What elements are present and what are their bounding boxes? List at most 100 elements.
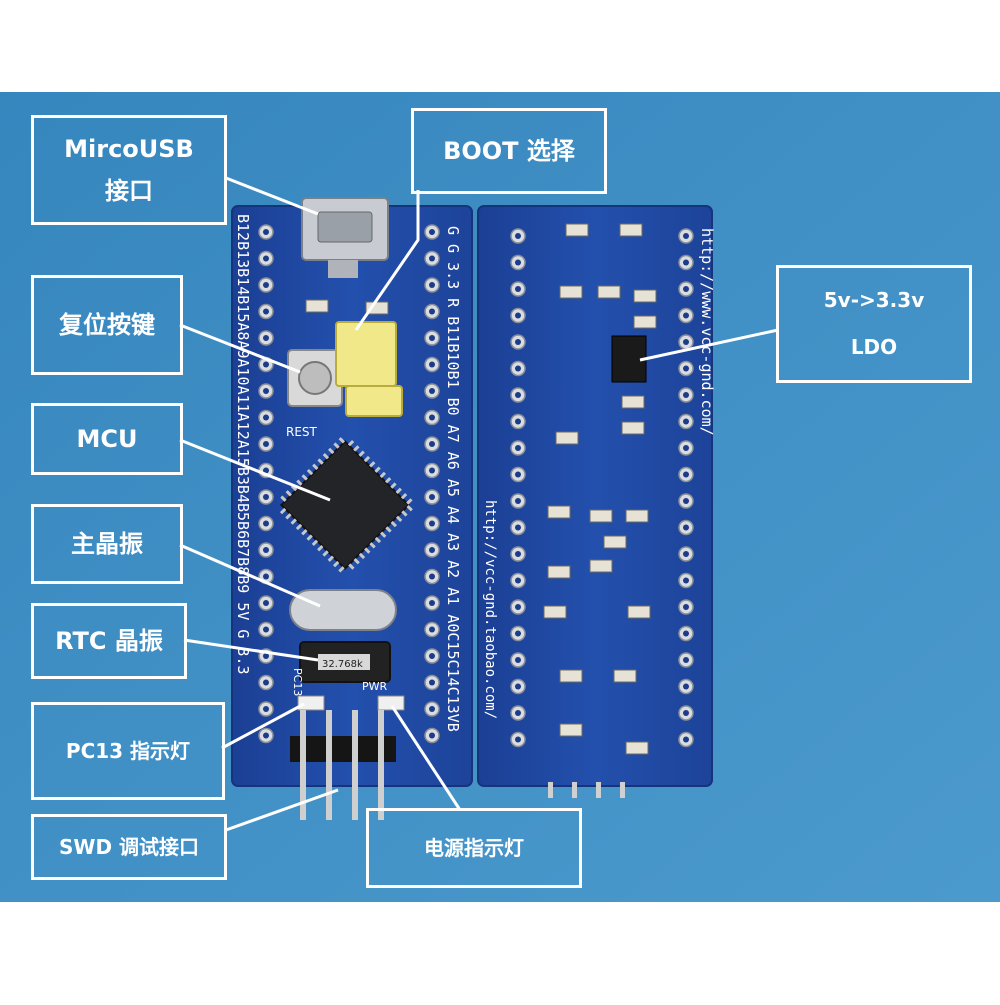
mcu-pin	[358, 552, 366, 560]
mcu-pin	[279, 507, 287, 515]
mcu-pin	[380, 531, 387, 538]
mcu-pin	[379, 471, 387, 479]
leader-main-crystal	[179, 543, 321, 608]
mcu-pin	[385, 526, 392, 533]
pin-hole-center	[263, 706, 269, 712]
mcu-pin	[401, 510, 408, 517]
pin-hole-center	[429, 653, 435, 659]
pin-hole-center	[429, 626, 435, 633]
pin-hole-center	[263, 361, 269, 368]
mcu-pin	[369, 461, 376, 468]
pin-hole-center	[263, 547, 269, 553]
pin-hole-center	[683, 339, 689, 345]
boot-jumper	[335, 321, 397, 387]
mcu-chip	[279, 437, 413, 573]
back-right-pins	[678, 228, 694, 748]
pin-hole-center	[263, 520, 269, 527]
smd-part	[621, 395, 645, 409]
pc13-led-component	[297, 695, 325, 711]
label-ldo: 5v->3.3v LDO	[776, 265, 972, 383]
pin-hole-center	[429, 335, 435, 341]
leader-rtc-crystal	[183, 638, 319, 662]
pin-hole-center	[263, 388, 269, 394]
smd-part	[627, 605, 651, 619]
main-crystal	[289, 589, 397, 631]
pin-hole-center	[263, 494, 269, 500]
pin-hole-center	[429, 361, 435, 368]
smd-part	[305, 299, 329, 313]
pin-hole-center	[683, 683, 689, 690]
left-pin-header	[258, 224, 274, 744]
mcu-pin	[353, 445, 360, 452]
pin-hole-center	[429, 255, 435, 262]
mcu-pin	[285, 513, 292, 520]
pin-hole-center	[429, 441, 435, 447]
label-ldo-line2: LDO	[850, 335, 898, 359]
mcu-pin	[384, 477, 392, 484]
mcu-pin	[311, 539, 319, 547]
smd-part	[633, 289, 657, 303]
mcu-pin	[296, 479, 303, 486]
pin-hole-center	[683, 312, 689, 319]
smd-part	[625, 509, 649, 523]
pin-hole-center	[515, 445, 521, 451]
smd-part	[543, 605, 567, 619]
mcu-pin	[328, 447, 335, 455]
smd-part	[597, 285, 621, 299]
pin-hole-center	[263, 229, 269, 235]
pin-hole-center	[683, 577, 689, 584]
pin-hole-center	[263, 732, 269, 739]
mcu-pin	[322, 453, 330, 460]
swd-header	[290, 710, 396, 820]
pin-hole-center	[263, 653, 269, 659]
leader-microusb	[225, 176, 319, 216]
label-swd: SWD 调试接口	[31, 814, 227, 880]
mcu-pin	[322, 550, 329, 557]
pin-hole-center	[515, 551, 521, 557]
pin-hole-center	[263, 335, 269, 341]
smd-part	[633, 315, 657, 329]
label-swd-text: SWD 调试接口	[58, 834, 200, 859]
leader-lines	[179, 176, 779, 832]
mcu-pin	[390, 520, 397, 528]
mcu-pin	[338, 566, 345, 573]
pin-hole-center	[683, 657, 689, 663]
reset-silkscreen: REST	[286, 425, 318, 439]
pin-hole-center	[263, 441, 269, 447]
smd-part	[555, 431, 579, 445]
mcu-pin	[400, 492, 408, 500]
label-ldo-line1: 5v->3.3v	[823, 288, 925, 312]
rtc-silkscreen: 32.768k	[322, 659, 363, 670]
mcu-pin	[395, 487, 402, 495]
pin-hole-center	[429, 732, 435, 739]
back-board-bottom-pins	[548, 782, 625, 798]
label-reset-text: 复位按键	[59, 311, 155, 339]
smd-part	[559, 723, 583, 737]
pwr-silkscreen: PWR	[362, 680, 388, 693]
pin-hole-center	[263, 308, 269, 315]
pin-hole-center	[429, 414, 435, 421]
leader-mcu	[179, 438, 331, 502]
mcu-pin	[333, 442, 340, 449]
label-microusb-line2: 接口	[105, 177, 153, 205]
mcu-pin	[317, 458, 324, 465]
pin-hole-center	[515, 418, 521, 425]
pin-hole-center	[429, 600, 435, 606]
pin-hole-center	[683, 259, 689, 266]
pc13-silkscreen: PC13	[291, 668, 304, 696]
left-pin-silkscreen: B12B13B14B15A8A9A10A11A12A15B3B4B5B6B7B8…	[234, 214, 252, 675]
smd-part	[547, 565, 571, 579]
smd-part	[559, 669, 583, 683]
pin-hole-center	[515, 604, 521, 610]
smd-part	[589, 559, 613, 573]
pin-hole-center	[515, 577, 521, 584]
label-power-led: 电源指示灯	[366, 808, 582, 888]
pin-hole-center	[683, 471, 689, 478]
mcu-pin	[338, 437, 346, 444]
smd-part	[547, 505, 571, 519]
smd-part	[613, 669, 637, 683]
mcu-pin	[312, 463, 319, 470]
label-boot-text: BOOT 选择	[443, 137, 575, 165]
mcu-pin	[306, 468, 314, 476]
